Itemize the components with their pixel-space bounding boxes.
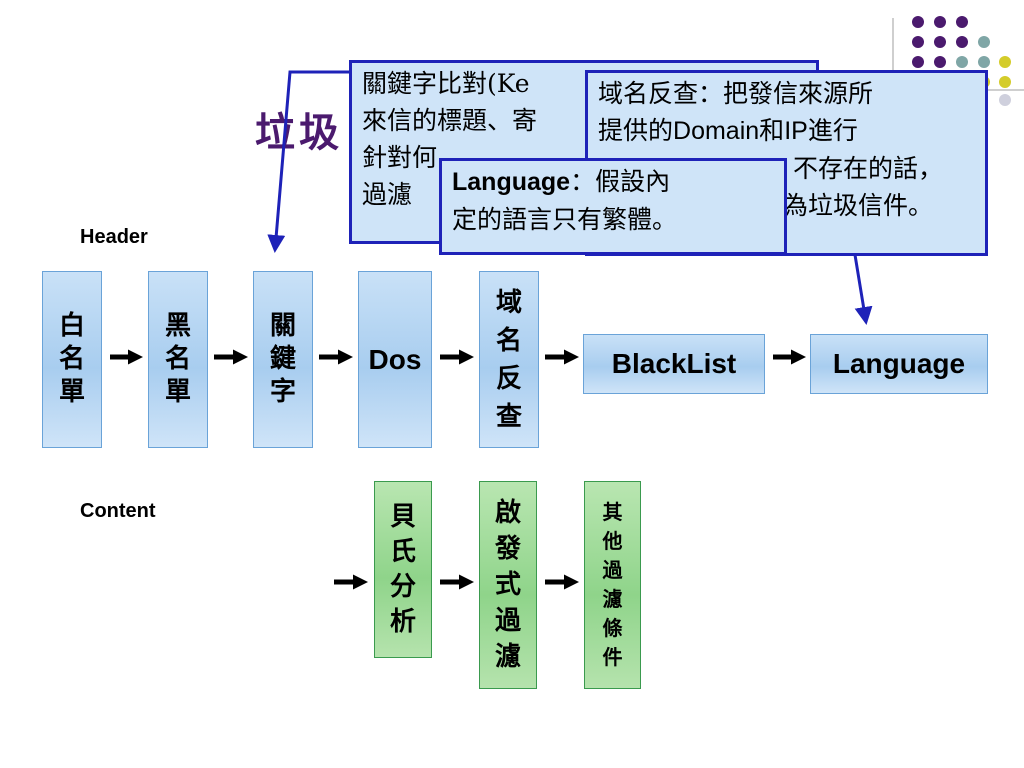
content-section-label: Content: [80, 500, 156, 522]
blacklist-box: BlackList: [583, 334, 765, 394]
reverse-callout-line-1: 域名反查：把發信來源所: [598, 79, 874, 108]
reverse-callout-ip: IP: [784, 117, 808, 145]
blacklist-name-label: 黑名單: [164, 311, 191, 407]
reverse-callout-domain: Domain: [673, 117, 760, 145]
keyword-label: 關鍵字: [269, 311, 296, 407]
heuristic-box: 啟發式過濾: [479, 481, 537, 689]
whitelist-box: 白名單: [42, 271, 102, 448]
slide-title: 垃圾: [255, 109, 343, 156]
language-callout: Language：假設內 定的語言只有繁體。: [439, 158, 787, 255]
language-callout-keyword: Language: [452, 168, 571, 196]
bayes-box: 貝氏分析: [374, 481, 432, 658]
reverse-callout-text-a: 提供的: [598, 116, 674, 145]
language-callout-text-1: ：假設內: [570, 167, 671, 196]
language-callout-line-2: 定的語言只有繁體。: [452, 205, 678, 234]
heuristic-label: 啟發式過濾: [494, 498, 521, 672]
other-box: 其他過濾條件: [584, 481, 641, 689]
keyword-callout-pointer: [267, 70, 350, 253]
keyword-callout-line-4: 過濾: [362, 180, 413, 209]
language-box: Language: [810, 334, 988, 394]
keyword-callout-line-1: 關鍵字比對(Ke: [362, 69, 530, 98]
keyword-callout-line-3: 針對何: [362, 143, 438, 172]
other-label: 其他過濾條件: [602, 500, 623, 669]
reverse-domain-callout: 域名反查：把發信來源所 提供的Domain和IP進行 不存在的話， 為垃圾信件。: [585, 70, 988, 256]
reverse-callout-line-4: 為垃圾信件。: [783, 191, 934, 220]
reverse-callout-line-3: 不存在的話，: [793, 154, 944, 183]
reverse-callout-text-b: 進行: [807, 116, 858, 145]
whitelist-label: 白名單: [58, 311, 85, 407]
reverse-callout-and: 和: [759, 116, 785, 145]
dos-box: Dos: [358, 271, 432, 448]
keyword-callout-line-2: 來信的標題、寄: [362, 106, 538, 135]
language-callout-line-1: Language：假設內: [452, 163, 774, 201]
dos-label: Dos: [368, 343, 422, 375]
header-section-label: Header: [80, 226, 148, 248]
keyword-box: 關鍵字: [253, 271, 313, 448]
language-label: Language: [832, 348, 966, 379]
reverse-callout-line-2: 提供的Domain和IP進行: [598, 112, 975, 150]
reverse-domain-box: 域名反查: [479, 271, 539, 448]
blacklist-label: BlackList: [611, 348, 737, 379]
bayes-label: 貝氏分析: [389, 501, 416, 637]
blacklist-name-box: 黑名單: [148, 271, 208, 448]
reverse-domain-label: 域名反查: [495, 287, 522, 432]
